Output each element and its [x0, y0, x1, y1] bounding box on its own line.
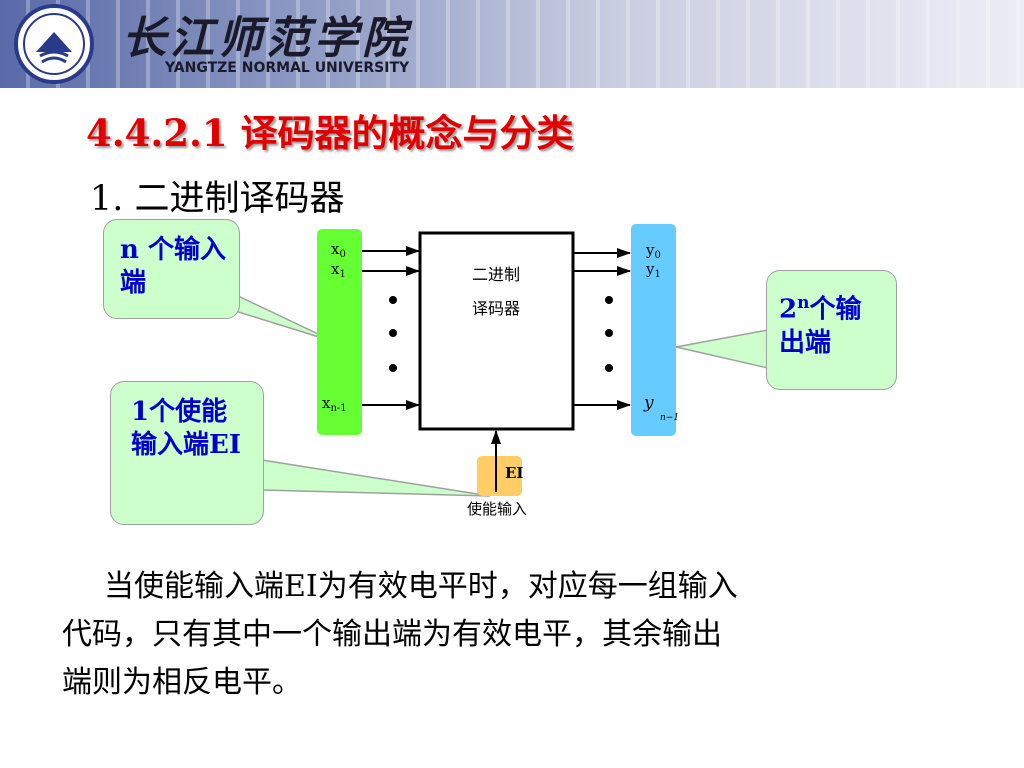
university-name-en: YANGTZE NORMAL UNIVERSITY [165, 60, 410, 76]
callout-outputs-base: 2 [779, 294, 798, 325]
input-dot [389, 364, 397, 372]
enable-box [477, 456, 522, 496]
description-line-3: 端则为相反电平。 [62, 665, 302, 700]
callout-inputs: n 个输入端 [103, 219, 240, 319]
enable-pin-label: EI [505, 464, 523, 482]
input-dot [389, 296, 397, 304]
university-logotype: 长江师范学院 [122, 13, 410, 64]
output-dot [605, 364, 613, 372]
callout-outputs-rest: 个输出端 [779, 294, 862, 358]
callout-outputs-exp: n [797, 293, 810, 313]
slide-subtitle: 1. 二进制译码器 [90, 179, 345, 219]
callout-enable: 1个使能输入端EI [110, 381, 264, 525]
output-label-yn1-sub: n−1 [660, 413, 679, 423]
description: 当使能输入端EI为有效电平时，对应每一组输入 代码，只有其中一个输出端为有效电平… [62, 563, 962, 707]
decoder-block [418, 231, 575, 431]
enable-callout-pointer [261, 459, 491, 497]
banner-stripes [0, 0, 1024, 88]
outputs-callout-pointer [675, 329, 769, 369]
input-bar [317, 229, 362, 435]
output-bar [631, 224, 676, 436]
header-banner: 长江师范学院 YANGTZE NORMAL UNIVERSITY [0, 0, 1024, 88]
output-dot [605, 296, 613, 304]
description-line-2: 代码，只有其中一个输出端为有效电平，其余输出 [62, 617, 722, 652]
decoder-block-line2: 译码器 [472, 299, 520, 318]
university-logo [4, 2, 104, 86]
input-dot [389, 329, 397, 337]
callout-enable-text: 1个使能输入端EI [131, 397, 241, 460]
output-label-yn1: y [643, 393, 654, 413]
enable-caption: 使能输入 [467, 500, 527, 518]
callout-outputs: 2n个输出端 [766, 270, 897, 390]
decoder-block-line1: 二进制 [472, 265, 520, 284]
callout-inputs-text: n 个输入端 [120, 235, 226, 298]
output-dot [605, 329, 613, 337]
slide-title: 4.4.2.1 译码器的概念与分类 [86, 111, 574, 155]
description-line-1: 当使能输入端EI为有效电平时，对应每一组输入 [104, 569, 738, 604]
